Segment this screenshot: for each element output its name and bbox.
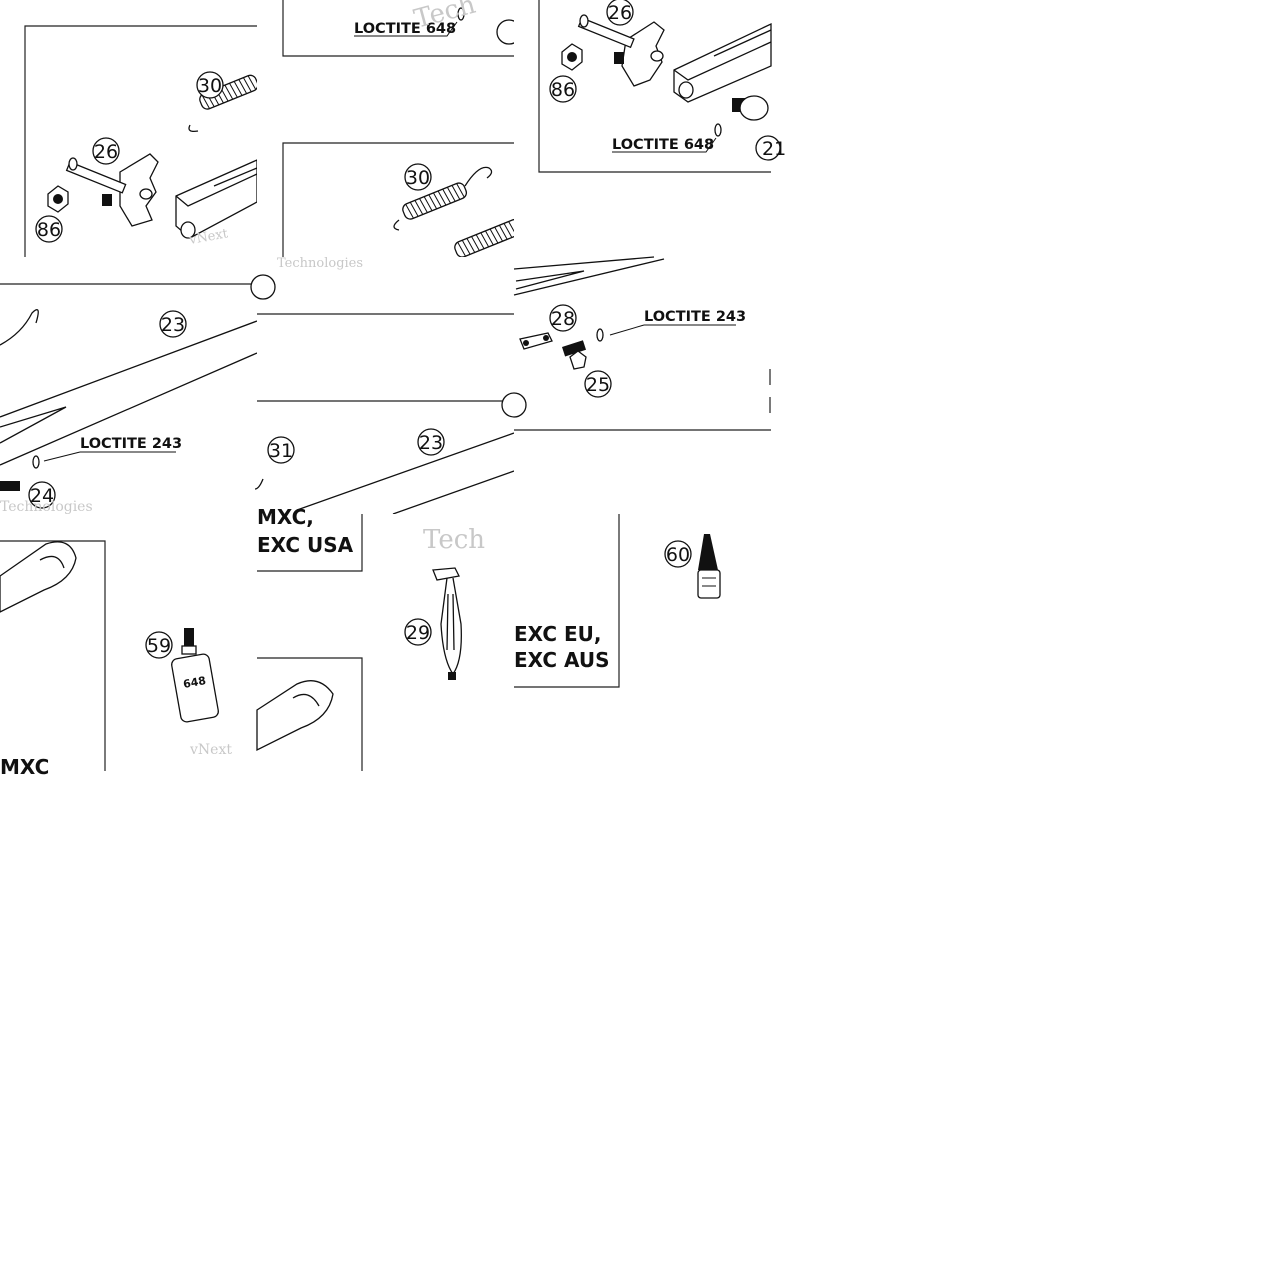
note-loctite-648-a: LOCTITE 648 bbox=[354, 21, 456, 37]
side-stand-body-b bbox=[673, 22, 772, 103]
washer-28 bbox=[519, 332, 553, 350]
callout-30-circle bbox=[196, 71, 224, 99]
model-label-mxc-line1: MXC, bbox=[257, 505, 314, 529]
side-stand-lever-26b bbox=[577, 14, 665, 87]
bottle-label: 648 bbox=[182, 674, 207, 691]
model-label-exc-eu: EXC EU, bbox=[514, 622, 602, 646]
model-label-exc-aus: EXC AUS bbox=[514, 648, 610, 672]
tile-bolt-detail: 28 LOCTITE 243 25 bbox=[501, 256, 771, 514]
bolt-25 bbox=[562, 340, 587, 370]
callout-86b: 86 bbox=[551, 79, 575, 101]
watermark-vnext: vNext bbox=[187, 226, 230, 248]
model-label-mxc: MXC bbox=[0, 755, 49, 779]
callout-86: 86 bbox=[37, 219, 61, 241]
watermark-tech-b: Tech bbox=[423, 525, 485, 555]
callout-31: 31 bbox=[269, 440, 293, 462]
tile-stand-leg-left: 23 LOCTITE 243 24 Technologies bbox=[0, 257, 258, 515]
callout-26-circle bbox=[92, 137, 120, 165]
callout-30b: 30 bbox=[406, 167, 430, 189]
callout-29: 29 bbox=[406, 622, 430, 644]
tile-spring-detail: LOCTITE 648 Tech 30 bbox=[257, 0, 523, 258]
callout-21: 21 bbox=[762, 138, 786, 160]
rubber-foot bbox=[0, 541, 77, 613]
spring-30-pair bbox=[393, 166, 523, 258]
callout-60: 60 bbox=[666, 544, 690, 566]
nut-86b bbox=[561, 43, 583, 71]
callout-86-circle bbox=[35, 215, 63, 243]
side-stand-lever-26 bbox=[65, 153, 159, 227]
callout-26b: 26 bbox=[608, 2, 632, 24]
tile-accessories-left: 648 59 vNext MXC bbox=[0, 514, 257, 779]
watermark-technologies-b: Technologies bbox=[277, 256, 363, 271]
watermark-vnext-b: vNext bbox=[189, 742, 232, 758]
tile-stand-leg-center: Technologies 31 23 bbox=[250, 256, 515, 515]
callout-26: 26 bbox=[94, 141, 118, 163]
callout-59: 59 bbox=[147, 635, 171, 657]
callout-28: 28 bbox=[551, 308, 575, 330]
tension-tool-29 bbox=[432, 567, 462, 680]
callout-23: 23 bbox=[161, 314, 185, 336]
callout-30b-circle bbox=[404, 163, 432, 191]
side-stand-body bbox=[175, 158, 258, 239]
note-loctite-648-b: LOCTITE 648 bbox=[612, 137, 714, 153]
tile-accessories-right: EXC EU, EXC AUS 60 bbox=[514, 514, 771, 771]
bolt-21 bbox=[732, 95, 769, 121]
rubber-foot-b bbox=[256, 680, 334, 752]
callout-24: 24 bbox=[30, 485, 54, 507]
grease-tube-60 bbox=[697, 534, 721, 599]
callout-23b: 23 bbox=[419, 432, 443, 454]
note-loctite-243-a: LOCTITE 243 bbox=[80, 436, 182, 452]
tile-stand-assembly-left: 30 26 86 bbox=[0, 0, 259, 257]
watermark-technologies-a: Technologies bbox=[0, 499, 93, 515]
callout-25: 25 bbox=[586, 374, 610, 396]
nut-86 bbox=[47, 185, 69, 213]
spring-30 bbox=[188, 74, 259, 133]
bolt-24 bbox=[0, 481, 20, 491]
tile-stand-assembly-right: 26 86 LOCTITE 648 21 bbox=[514, 0, 786, 257]
threadlocker-bottle-59: 648 bbox=[171, 628, 219, 723]
model-label-exc-usa: EXC USA bbox=[257, 533, 354, 557]
note-loctite-243-b: LOCTITE 243 bbox=[644, 309, 746, 325]
tile-accessories-center: MXC, EXC USA Tech 29 bbox=[256, 505, 514, 771]
callout-30: 30 bbox=[198, 75, 222, 97]
